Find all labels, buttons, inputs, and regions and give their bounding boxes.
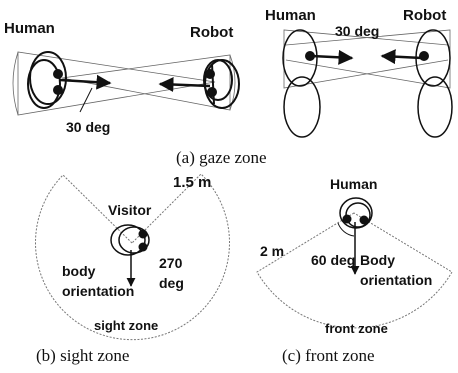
orientation-label-line1: body [62, 263, 96, 279]
front-zone-panel: Human 2 m 60 deg Body orientation front … [256, 176, 453, 336]
human-gaze-arrow [59, 74, 112, 90]
front-robot-gaze-arrow [380, 49, 423, 65]
distance-label-front: 2 m [260, 243, 284, 259]
visitor-label: Visitor [108, 202, 152, 218]
gaze-zone-front-view: Human Robot 30 deg [265, 7, 453, 138]
caption-b: (b) sight zone [36, 346, 129, 365]
angle-label-sight-1: 270 [159, 255, 183, 271]
caption-a: (a) gaze zone [176, 148, 267, 167]
robot-figure-top [203, 59, 240, 109]
orientation-label-front-2: orientation [360, 272, 432, 288]
orientation-label-line2: orientation [62, 283, 134, 299]
angle-label-sight-2: deg [159, 275, 184, 291]
front-human-gaze-arrow [311, 49, 354, 65]
human-label-front-zone: Human [330, 176, 377, 192]
robot-cone-arc [12, 51, 19, 116]
robot-label-front: Robot [403, 7, 446, 24]
front-cone-lower [283, 29, 449, 89]
front-zone-sector [256, 212, 453, 329]
human-figure-front [282, 29, 321, 138]
angle-label-top: 30 deg [66, 119, 110, 135]
human-label-top: Human [4, 20, 55, 37]
robot-label-top: Robot [190, 24, 233, 41]
human-figure-front-zone [339, 197, 373, 229]
sight-zone-panel: 1.5 m Visitor body orientation 270 deg s… [35, 173, 230, 341]
angle-arc [337, 222, 355, 237]
sight-zone-label: sight zone [94, 318, 158, 333]
angle-pointer [79, 87, 93, 113]
caption-c: (c) front zone [282, 346, 375, 365]
human-figure-top [27, 51, 67, 109]
human-gaze-cone [61, 54, 231, 111]
front-zone-label: front zone [325, 321, 388, 336]
orientation-label-front-1: Body [360, 252, 395, 268]
robot-gaze-cone [17, 51, 216, 116]
robot-gaze-arrow [158, 77, 211, 93]
sight-zone-sector [35, 173, 230, 341]
human-label-front: Human [265, 7, 316, 24]
distance-label-sight: 1.5 m [173, 174, 211, 191]
visitor-figure [110, 224, 150, 256]
angle-label-front-zone: 60 deg [311, 252, 355, 268]
angle-label-front: 30 deg [335, 23, 379, 39]
gaze-zone-top-view: Human Robot 30 deg [4, 20, 240, 135]
